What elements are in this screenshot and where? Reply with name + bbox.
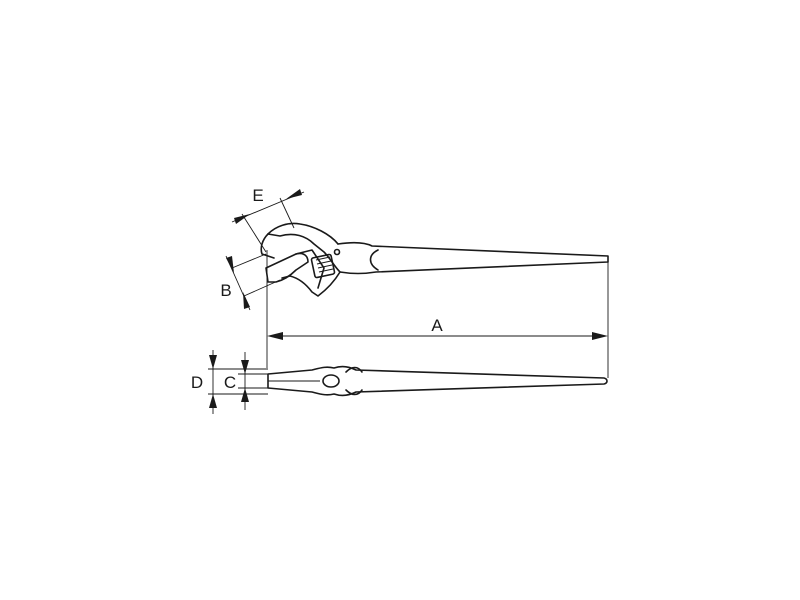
dimension-c: C <box>224 352 268 410</box>
arrow-c-bottom <box>241 388 249 402</box>
dimension-a: A <box>266 250 609 378</box>
label-d: D <box>191 373 203 392</box>
arrow-d-bottom <box>209 394 217 408</box>
handle-groove <box>369 249 379 271</box>
label-a: A <box>431 316 443 335</box>
jaw-rack <box>295 249 325 289</box>
label-c: C <box>224 373 236 392</box>
dimension-e: E <box>231 186 305 253</box>
side-hub-bottom <box>345 389 363 396</box>
arrow-b-2 <box>243 292 250 309</box>
arrow-a-left <box>267 332 283 340</box>
arrow-c-top <box>241 360 249 374</box>
extension-line-e-1 <box>241 213 267 253</box>
arrow-d-top <box>209 355 217 369</box>
extension-line-e-2 <box>279 197 295 229</box>
wrench-head <box>267 222 341 297</box>
wrench-handle-top <box>337 241 609 275</box>
dimension-d: D <box>191 350 268 414</box>
worm-screw <box>310 253 336 279</box>
wrench-top-view <box>260 222 609 297</box>
pin-circle <box>333 248 341 256</box>
extension-line-b-1 <box>231 253 267 269</box>
fixed-jaw <box>260 233 275 259</box>
wrench-side-outline <box>267 365 608 397</box>
worm-screw-threads <box>315 256 334 273</box>
arrow-a-right <box>592 332 608 340</box>
arrow-e-2 <box>286 189 302 199</box>
adjustable-jaw <box>265 252 309 283</box>
dimension-b: B <box>220 253 281 311</box>
side-hub-top <box>345 366 363 373</box>
label-e: E <box>252 186 263 205</box>
wrench-side-view <box>267 365 608 397</box>
arrow-e-1 <box>234 214 250 224</box>
label-b: B <box>220 281 231 300</box>
side-screw-ellipse <box>322 374 340 388</box>
arrow-b-1 <box>226 256 234 273</box>
extension-line-b-2 <box>243 279 281 297</box>
